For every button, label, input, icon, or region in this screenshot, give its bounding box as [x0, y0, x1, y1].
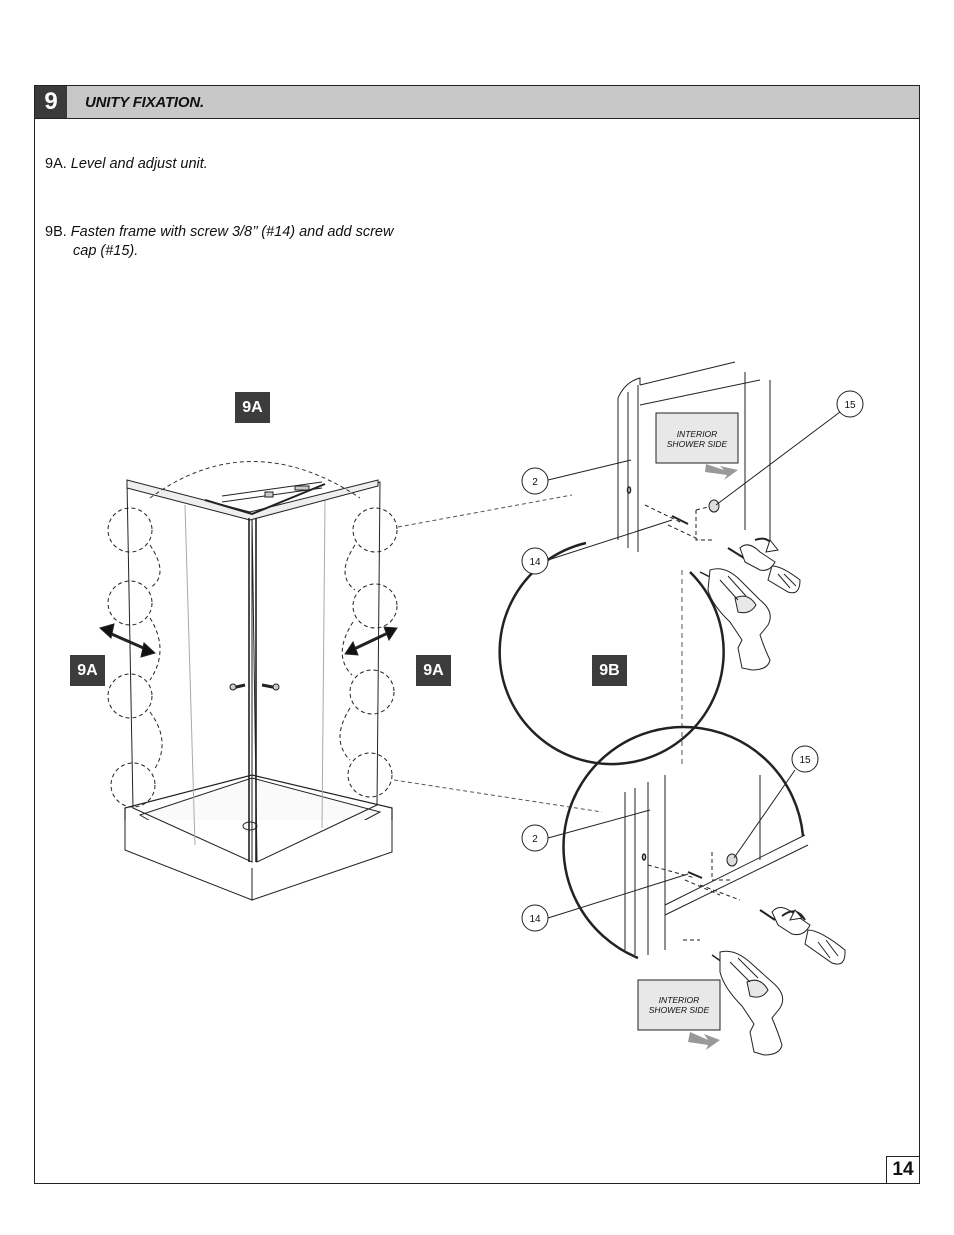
screw-icon — [687, 871, 703, 879]
screwdriver-icon — [759, 907, 846, 965]
instruction-text: Level and adjust unit. — [70, 156, 208, 172]
instruction-text: Fasten frame with screw 3/8’’ (#14) and … — [70, 224, 394, 240]
step-header: 9 UNITY FIXATION. — [35, 86, 919, 119]
adjust-point-markers-left — [107, 507, 163, 808]
tag-9a-top: 9A — [235, 392, 270, 423]
part-callout-15 — [836, 390, 864, 418]
interior-label-line1: INTERIOR — [677, 429, 718, 439]
instruction-continuation: cap (#15). — [73, 243, 139, 259]
interior-label-line2: SHOWER SIDE — [649, 1005, 710, 1015]
callout-number: 2 — [532, 834, 538, 845]
interior-shower-side-label-box — [655, 412, 739, 464]
top-detail-circle — [498, 541, 725, 766]
step-title: UNITY FIXATION. — [85, 94, 204, 111]
part-callout-14 — [521, 904, 549, 932]
screw-cap-icon — [708, 499, 720, 513]
callout-number: 15 — [844, 400, 856, 411]
interior-shower-side-label-box — [637, 979, 721, 1031]
part-callout-15 — [791, 745, 819, 773]
screw-icon — [671, 515, 689, 525]
tag-9a-left: 9A — [70, 655, 105, 686]
screwdriver-icon — [727, 537, 801, 594]
part-callout-2 — [521, 467, 549, 495]
bottom-detail-frame — [624, 775, 809, 955]
instruction-label: 9B. — [45, 224, 67, 240]
door-handle-icon — [231, 683, 279, 690]
interior-label-line1: INTERIOR — [659, 995, 700, 1005]
interior-label-line2: SHOWER SIDE — [667, 439, 728, 449]
arrow-icon — [688, 1032, 720, 1050]
tag-9a-right: 9A — [416, 655, 451, 686]
tag-9b: 9B — [592, 655, 627, 686]
top-rail — [126, 479, 379, 521]
page-number: 14 — [886, 1156, 920, 1184]
step-number: 9 — [35, 86, 67, 118]
top-detail-frame — [617, 361, 771, 552]
part-callout-14 — [521, 547, 549, 575]
level-arrow-left-icon — [106, 630, 149, 652]
level-arrow-right-icon — [351, 630, 391, 652]
step-frame: 9 UNITY FIXATION. 9A. Level and adjust u… — [34, 85, 920, 1184]
callout-number: 14 — [529, 914, 541, 925]
callout-number: 14 — [529, 557, 541, 568]
adjust-point-markers-right — [339, 507, 398, 798]
instruction-9b: 9B. Fasten frame with screw 3/8’’ (#14) … — [45, 223, 393, 261]
arrow-icon — [705, 464, 738, 480]
drill-icon — [711, 950, 784, 1056]
bottom-detail-circle — [562, 725, 805, 960]
instruction-label: 9A. — [45, 156, 67, 172]
callout-number: 2 — [532, 477, 538, 488]
callout-number: 15 — [799, 755, 811, 766]
part-callout-2 — [521, 824, 549, 852]
instruction-9a: 9A. Level and adjust unit. — [45, 155, 208, 174]
drill-icon — [699, 568, 771, 671]
